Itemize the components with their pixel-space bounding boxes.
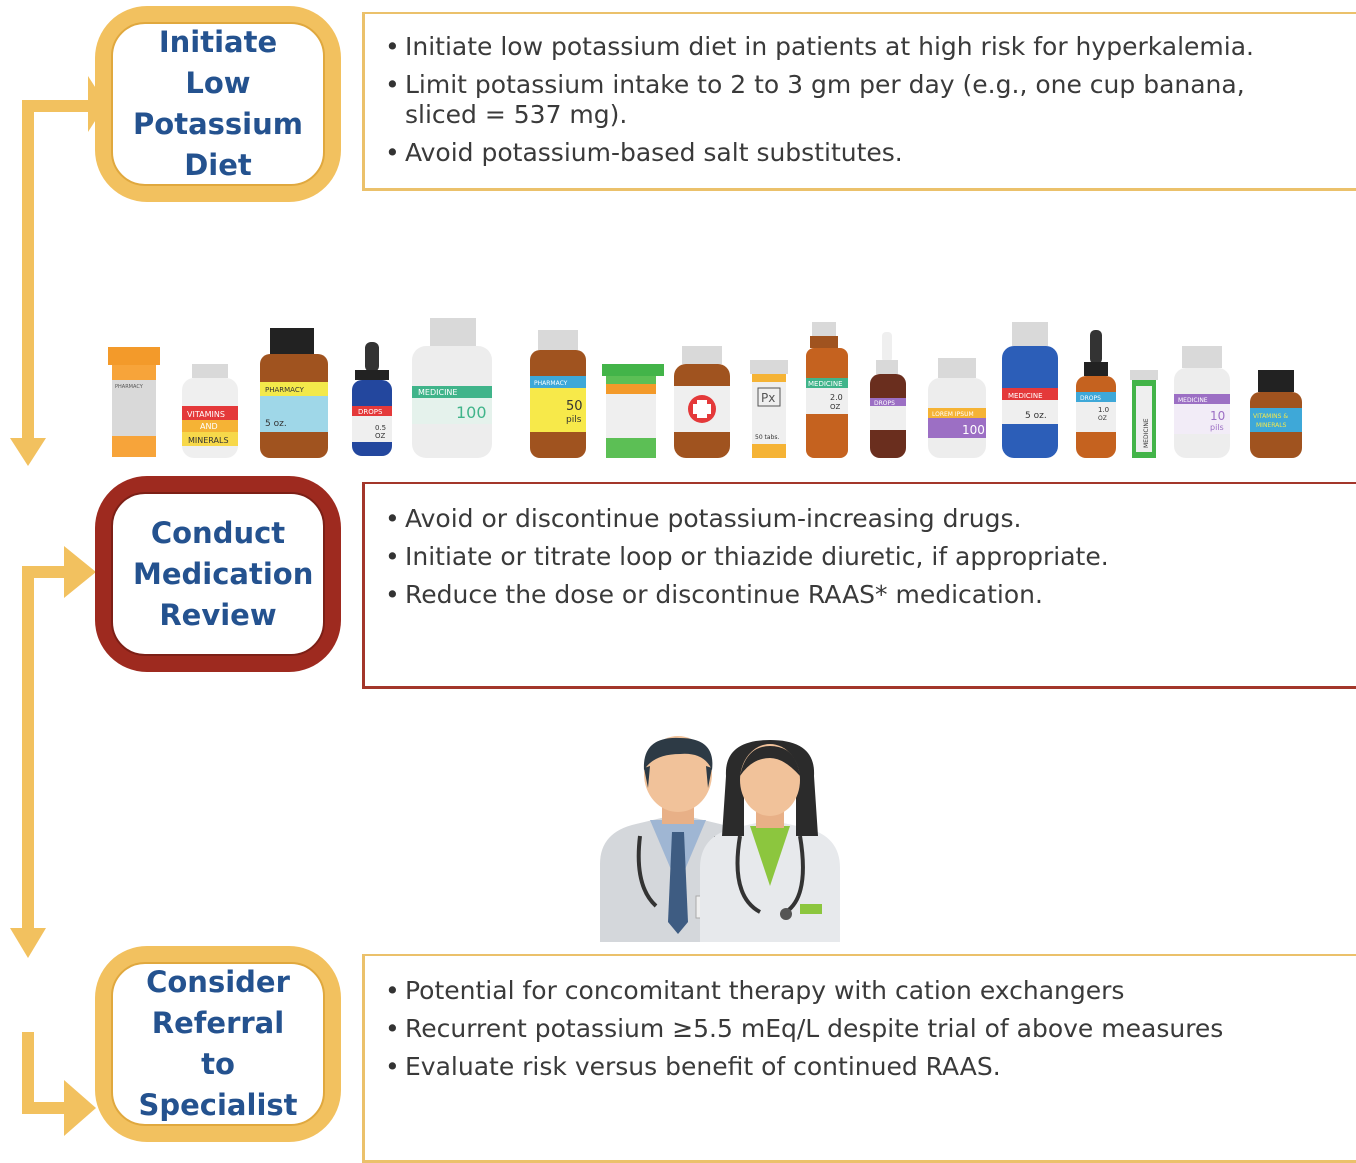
bullet: Initiate low potassium diet in patients … <box>383 32 1356 62</box>
medicine-bottle-icon: MEDICINE 2.0 OZ <box>806 322 848 458</box>
svg-text:5 oz.: 5 oz. <box>265 419 287 429</box>
dropper-bottle-icon: DROPS <box>870 332 906 458</box>
svg-text:MEDICINE: MEDICINE <box>808 380 843 388</box>
step-1-details: Initiate low potassium diet in patients … <box>362 12 1356 191</box>
pill-bottle-icon: PHARMACY <box>108 347 160 457</box>
pill-box-icon <box>602 364 664 458</box>
svg-text:DROPS: DROPS <box>1080 395 1101 402</box>
bullet: Reduce the dose or discontinue RAAS* med… <box>383 580 1356 610</box>
svg-text:OZ: OZ <box>830 403 841 411</box>
svg-text:50: 50 <box>566 399 583 414</box>
svg-text:pils: pils <box>1210 423 1224 432</box>
svg-text:50 tabs.: 50 tabs. <box>755 434 780 441</box>
pill-bottle-icon: MEDICINE 10 pils <box>1174 346 1230 458</box>
svg-text:OZ: OZ <box>1098 415 1107 422</box>
bullet: Initiate or titrate loop or thiazide diu… <box>383 542 1356 572</box>
svg-text:OZ: OZ <box>375 432 386 440</box>
svg-text:MEDICINE: MEDICINE <box>1178 397 1208 404</box>
step-label: Initiate Low Potassium Diet <box>133 25 303 182</box>
svg-text:DROPS: DROPS <box>358 408 383 416</box>
svg-text:0.5: 0.5 <box>375 424 386 432</box>
svg-text:LOREM IPSUM: LOREM IPSUM <box>932 411 974 418</box>
svg-text:VITAMINS &: VITAMINS & <box>1253 413 1288 420</box>
step-specialist-referral: Consider Referral to Specialist <box>95 946 341 1142</box>
svg-text:pils: pils <box>566 415 582 425</box>
medicine-bottle-icon: LOREM IPSUM 100 <box>928 358 986 458</box>
dropper-bottle-icon: DROPS 0.5 OZ <box>352 342 392 456</box>
svg-text:10: 10 <box>1210 409 1225 423</box>
medicine-bottle-icon: MEDICINE 5 oz. <box>1002 322 1058 458</box>
doctors-illustration <box>600 736 840 942</box>
dropper-bottle-icon: DROPS 1.0 OZ <box>1076 330 1116 458</box>
svg-text:VITAMINS: VITAMINS <box>187 410 225 419</box>
bullet: Avoid or discontinue potassium-increasin… <box>383 504 1356 534</box>
svg-text:MINERALS: MINERALS <box>188 436 229 445</box>
vitamin-bottle-icon: VITAMINS AND MINERALS <box>182 364 238 458</box>
female-doctor-icon <box>700 740 840 942</box>
svg-text:AND: AND <box>200 422 218 431</box>
pill-bottle-icon: PHARMACY 50 pils <box>530 330 586 458</box>
step-label: Consider Referral to Specialist <box>138 965 298 1122</box>
svg-text:MEDICINE: MEDICINE <box>418 388 457 397</box>
prescription-bottle-icon: Px 50 tabs. <box>750 360 788 458</box>
svg-text:PHARMACY: PHARMACY <box>534 380 568 387</box>
bullet: Potential for concomitant therapy with c… <box>383 976 1356 1006</box>
step-3-details: Potential for concomitant therapy with c… <box>362 954 1356 1163</box>
bullet: Recurrent potassium ≥5.5 mEq/L despite t… <box>383 1014 1356 1044</box>
medicine-bottle-icon: MEDICINE 100 <box>412 318 492 458</box>
step-medication-review: Conduct Medication Review <box>95 476 341 672</box>
step-2-details: Avoid or discontinue potassium-increasin… <box>362 482 1356 689</box>
bullet: Avoid potassium-based salt substitutes. <box>383 138 1356 168</box>
medicine-bottles-illustration: PHARMACY VITAMINS AND MINERALS PHARMACY … <box>108 318 1302 458</box>
svg-text:2.0: 2.0 <box>830 393 843 402</box>
svg-text:MEDICINE: MEDICINE <box>1008 392 1043 400</box>
vitamin-bottle-icon: VITAMINS & MINERALS <box>1250 370 1302 458</box>
first-aid-bottle-icon <box>674 346 730 458</box>
bullet: Evaluate risk versus benefit of continue… <box>383 1052 1356 1082</box>
svg-text:PHARMACY: PHARMACY <box>115 384 144 390</box>
svg-text:100: 100 <box>962 423 985 437</box>
step-initiate-diet: Initiate Low Potassium Diet <box>95 6 341 202</box>
bullet: Limit potassium intake to 2 to 3 gm per … <box>383 70 1285 130</box>
jar-icon: PHARMACY 5 oz. <box>260 328 328 458</box>
svg-text:MEDICINE: MEDICINE <box>1143 418 1150 448</box>
svg-text:Px: Px <box>761 391 775 405</box>
svg-text:MINERALS: MINERALS <box>1256 422 1287 429</box>
svg-text:5 oz.: 5 oz. <box>1025 411 1047 421</box>
medicine-tube-icon: MEDICINE <box>1130 370 1158 458</box>
svg-text:DROPS: DROPS <box>874 400 895 407</box>
svg-text:PHARMACY: PHARMACY <box>265 386 305 394</box>
svg-text:1.0: 1.0 <box>1098 406 1109 414</box>
svg-text:100: 100 <box>456 403 487 422</box>
step-label: Conduct Medication Review <box>133 515 314 632</box>
